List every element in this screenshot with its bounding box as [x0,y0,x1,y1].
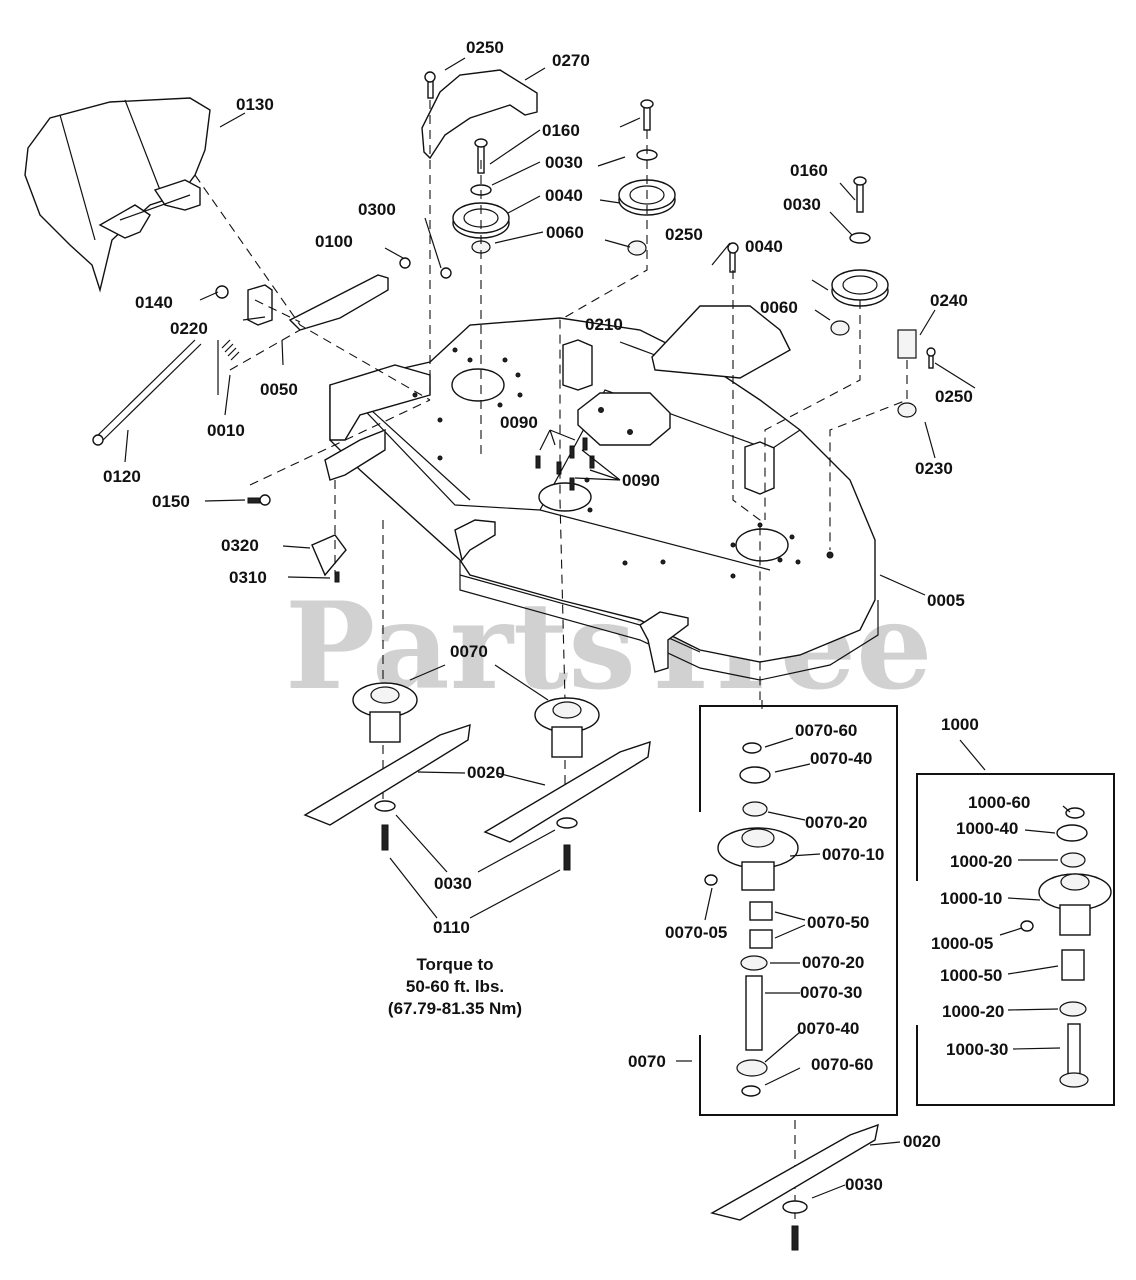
spindle-blade-right [710,1123,879,1251]
label-0140[interactable]: 0140 [135,293,173,312]
label-0070-60[interactable]: 0070-60 [795,721,857,740]
label-1000-20[interactable]: 1000-20 [942,1002,1004,1021]
label-0005[interactable]: 0005 [927,591,965,610]
assembly-label-1000[interactable]: 1000 [941,715,979,734]
label-0070-30[interactable]: 0070-30 [800,983,862,1002]
label-0030[interactable]: 0030 [545,153,583,172]
label-0070[interactable]: 0070 [450,642,488,661]
torque-note-line1: Torque to [416,955,493,974]
label-0020[interactable]: 0020 [903,1132,941,1151]
label-1000-05[interactable]: 1000-05 [931,934,993,953]
label-0150[interactable]: 0150 [152,492,190,511]
label-0240[interactable]: 0240 [930,291,968,310]
label-1000-60[interactable]: 1000-60 [968,793,1030,812]
label-0160[interactable]: 0160 [790,161,828,180]
label-0070-50[interactable]: 0070-50 [807,913,869,932]
label-0250[interactable]: 0250 [935,387,973,406]
label-0030[interactable]: 0030 [845,1175,883,1194]
discharge-chute [24,97,211,293]
label-0070-20[interactable]: 0070-20 [802,953,864,972]
label-0220[interactable]: 0220 [170,319,208,338]
label-0040[interactable]: 0040 [545,186,583,205]
label-0070-40[interactable]: 0070-40 [810,749,872,768]
label-1000-10[interactable]: 1000-10 [940,889,1002,908]
leader-lines [124,57,1071,1199]
label-0090[interactable]: 0090 [622,471,660,490]
part-labels: 0250 0270 0130 0160 0030 0040 0060 0300 … [103,38,973,1194]
spindle-blade-center [483,697,651,871]
label-0250[interactable]: 0250 [466,38,504,57]
label-0070-20[interactable]: 0070-20 [805,813,867,832]
misc-hardware [92,71,936,583]
pulley-stack-right [830,176,917,418]
label-0210[interactable]: 0210 [585,315,623,334]
label-0070-40[interactable]: 0070-40 [797,1019,859,1038]
label-0270[interactable]: 0270 [552,51,590,70]
torque-note-line3: (67.79-81.35 Nm) [388,999,522,1018]
label-0040[interactable]: 0040 [745,237,783,256]
label-0100[interactable]: 0100 [315,232,353,251]
label-1000-30[interactable]: 1000-30 [946,1040,1008,1059]
spindle-0070-labels: 0070 0070-60 0070-40 0070-20 0070-10 007… [628,721,884,1074]
label-0300[interactable]: 0300 [358,200,396,219]
label-0090[interactable]: 0090 [500,413,538,432]
label-0110[interactable]: 0110 [433,918,470,937]
label-0020[interactable]: 0020 [467,763,505,782]
label-0320[interactable]: 0320 [221,536,259,555]
spindle-1000-detail [916,773,1115,1106]
label-0120[interactable]: 0120 [103,467,141,486]
deck-holes [412,347,834,579]
label-1000-50[interactable]: 1000-50 [940,966,1002,985]
label-0070-05[interactable]: 0070-05 [665,923,727,942]
label-0230[interactable]: 0230 [915,459,953,478]
label-0060[interactable]: 0060 [760,298,798,317]
label-0030[interactable]: 0030 [434,874,472,893]
assembly-label-0070[interactable]: 0070 [628,1052,666,1071]
belt-cover [421,69,538,160]
label-1000-40[interactable]: 1000-40 [956,819,1018,838]
label-0060[interactable]: 0060 [546,223,584,242]
label-0310[interactable]: 0310 [229,568,267,587]
label-0050[interactable]: 0050 [260,380,298,399]
torque-note: Torque to 50-60 ft. lbs. (67.79-81.35 Nm… [388,955,522,1018]
label-0130[interactable]: 0130 [236,95,274,114]
label-0250[interactable]: 0250 [665,225,703,244]
label-1000-20[interactable]: 1000-20 [950,852,1012,871]
torque-note-line2: 50-60 ft. lbs. [406,977,504,996]
spindle-1000-labels: 1000 1000-60 1000-40 1000-20 1000-10 100… [931,715,1030,1059]
label-0070-60[interactable]: 0070-60 [811,1055,873,1074]
label-0070-10[interactable]: 0070-10 [822,845,884,864]
idler-cover [651,305,791,379]
label-0010[interactable]: 0010 [207,421,245,440]
spindle-0070-detail [699,705,898,1116]
label-0030[interactable]: 0030 [783,195,821,214]
spindle-blade-left [303,682,471,851]
label-0160[interactable]: 0160 [542,121,580,140]
